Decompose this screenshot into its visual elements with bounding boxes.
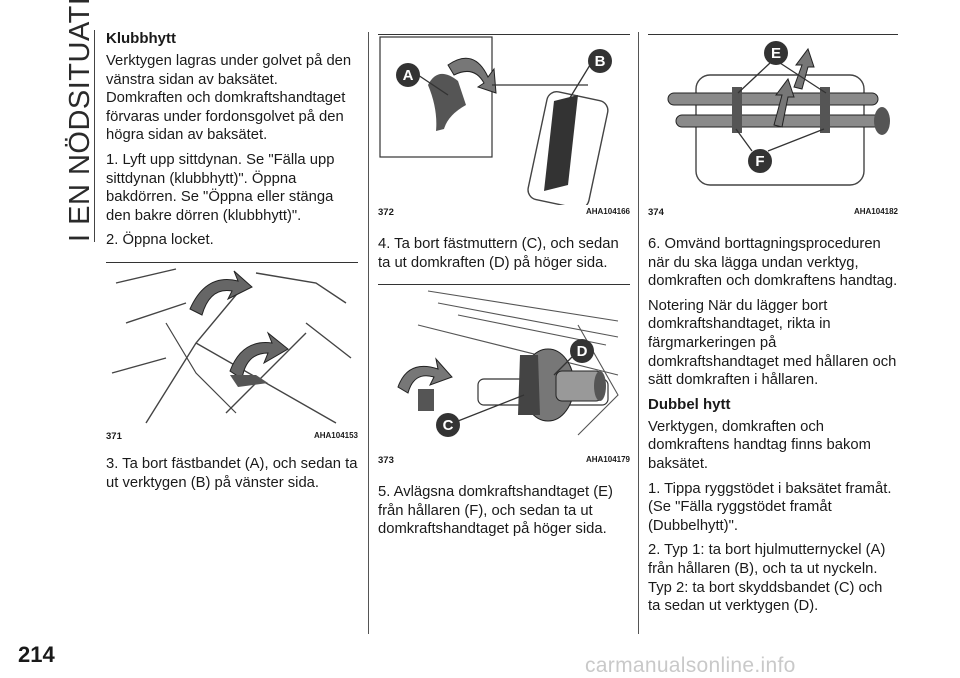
callout-c-label: C [443,417,454,434]
figure-372: A B 372 AHA104166 [378,34,630,221]
paragraph: Verktygen lagras under golvet på den vän… [106,53,352,144]
column-divider [368,32,369,634]
step-3: 3. Ta bort fästbandet (A), och sedan ta … [106,455,358,491]
callout-d-label: D [577,343,588,360]
chapter-divider [94,30,95,242]
figure-code: AHA104179 [585,455,630,465]
column-1: Klubbhytt Verktygen lagras under golvet … [106,30,358,498]
paragraph: Verktygen, domkraften och domkraftens ha… [648,418,871,472]
figure-374-illustration: E F [667,41,890,186]
callout-a: A [396,63,420,87]
callout-e-label: E [771,45,781,62]
figure-caption: 374 AHA104182 [648,205,898,221]
callout-a-label: A [403,67,414,84]
figure-caption: 371 AHA104153 [106,429,358,445]
figure-371-illustration [111,268,352,424]
figure-code: AHA104166 [585,207,630,216]
page-number: 214 [18,642,55,667]
step-2: 2. Öppna locket. [106,232,214,249]
step-1: 1. Tippa ryggstödet i baksätet framåt. (… [648,480,892,534]
callout-d: D [570,339,594,364]
step-2: 2. Typ 1: ta bort hjulmutternyckel (A) f… [648,542,886,615]
figure-caption: 373 AHA104179 [378,453,630,469]
step-5: 5. Avlägsna domkraftshandtaget (E) från … [378,484,613,538]
figure-372-illustration: A B [379,36,612,205]
figure-number: 372 [378,207,394,218]
column-divider [638,32,639,634]
callout-f-label: F [755,153,764,170]
step-1: 1. Lyft upp sittdynan. Se "Fälla upp sit… [106,151,335,224]
column-2: A B 372 AHA104166 4. Ta bort fästmuttern… [378,34,630,545]
section-heading-klubbhytt: Klubbhytt [106,30,176,47]
callout-b-label: B [595,53,606,70]
figure-373-illustration: C D [397,290,619,438]
watermark: carmanualsonline.info [585,654,796,677]
step-6: 6. Omvänd borttagningsproceduren när du … [648,236,898,290]
figure-number: 373 [378,455,394,467]
figure-374: E F 374 AHA104182 [648,34,898,221]
figure-371: 371 AHA104153 [106,261,358,445]
section-heading-dubbel-hytt: Dubbel hytt [648,395,731,413]
step-4: 4. Ta bort fästmuttern (C), och sedan ta… [378,236,619,271]
figure-code: AHA104153 [313,430,358,440]
callout-e: E [764,41,788,65]
figure-number: 371 [106,430,122,442]
figure-373: C D 373 AHA104179 [378,284,630,469]
figure-code: AHA104182 [853,207,898,216]
callout-f: F [748,149,772,173]
figure-number: 374 [648,207,664,218]
figure-caption: 372 AHA104166 [378,205,630,221]
callout-c: C [436,413,460,438]
note: Notering När du lägger bort domkraftshan… [648,297,897,389]
callout-b: B [588,49,612,73]
column-3: E F 374 AHA104182 6. Omvänd borttagnings… [648,34,898,622]
